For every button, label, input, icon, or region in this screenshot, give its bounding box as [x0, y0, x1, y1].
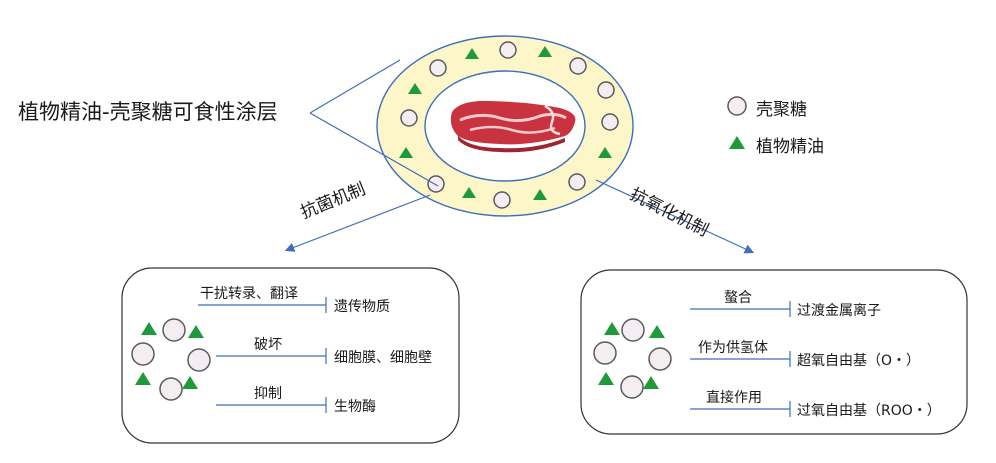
legend-chitosan-circle	[727, 96, 747, 116]
chitosan-circle	[568, 173, 586, 191]
essential-oil-triangle	[408, 83, 422, 94]
antibacterial-target-3: 生物酶	[334, 399, 376, 415]
essential-oil-triangle	[465, 48, 479, 59]
antibacterial-target-1: 遗传物质	[334, 299, 390, 315]
antibacterial-target-2: 细胞膜、细胞壁	[334, 350, 432, 366]
chitosan-circle	[427, 175, 445, 193]
antioxidant-action-2: 作为供氢体	[698, 340, 768, 356]
antioxidant-arrow	[595, 179, 755, 254]
essential-oil-triangle	[538, 46, 552, 57]
antioxidant-target-3: 过氧自由基（ROO・）	[797, 403, 941, 419]
essential-oil-triangle	[533, 189, 547, 200]
essential-oil-triangle	[462, 187, 476, 198]
essential-oil-triangle	[598, 147, 612, 158]
antioxidant-action-1: 螯合	[724, 290, 752, 306]
antioxidant-action-3: 直接作用	[706, 390, 762, 406]
chitosan-circle	[429, 59, 447, 77]
antibacterial-inhibition-lines	[198, 297, 327, 413]
coating-title: 植物精油-壳聚糖可食性涂层	[18, 100, 278, 124]
chitosan-circle	[493, 191, 511, 209]
chitosan-circle	[569, 57, 587, 75]
antioxidant-target-2: 超氧自由基（O・）	[797, 353, 921, 369]
antioxidant-inhibition-lines	[690, 301, 791, 417]
legend-essential-oil-triangle	[729, 136, 745, 149]
antibacterial-action-2: 破坏	[254, 337, 282, 353]
antioxidant-target-1: 过渡金属离子	[797, 303, 881, 319]
antibacterial-action-1: 干扰转录、翻译	[200, 286, 298, 302]
antioxidant-molecule-cluster	[593, 318, 672, 399]
meat-icon	[450, 100, 576, 153]
chitosan-circle	[400, 109, 418, 127]
chitosan-circle	[597, 81, 615, 99]
legend-essential-oil-label: 植物精油	[756, 137, 824, 157]
antibacterial-molecule-cluster	[131, 318, 211, 401]
title-callout-lines	[309, 59, 439, 187]
legend-chitosan-label: 壳聚糖	[756, 100, 807, 120]
chitosan-circle	[601, 113, 619, 131]
chitosan-circle	[499, 41, 517, 59]
essential-oil-triangle	[399, 147, 413, 158]
antibacterial-action-3: 抑制	[254, 386, 282, 402]
antibacterial-arrow	[284, 194, 431, 252]
ring-chitosan-circles	[400, 41, 619, 209]
ring-essential-oil-triangles	[399, 46, 612, 200]
antioxidant-box	[580, 269, 968, 435]
